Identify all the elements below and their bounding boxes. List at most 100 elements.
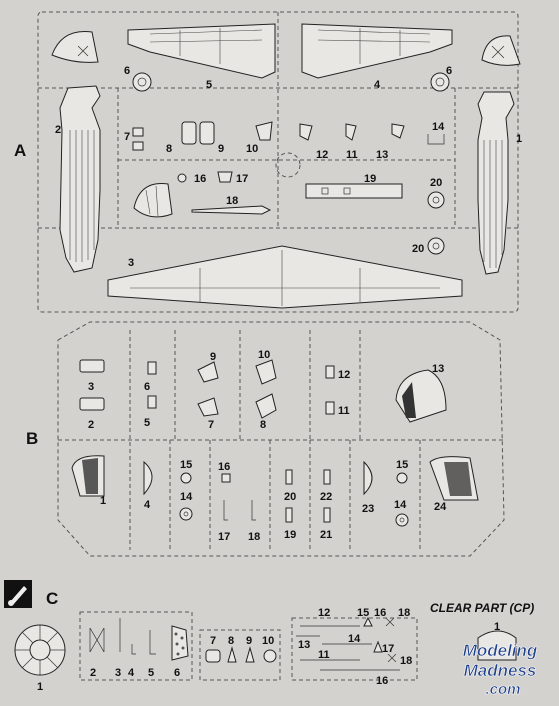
- part-number-b4: 4: [144, 499, 151, 511]
- part-number-a1: 1: [516, 133, 522, 145]
- part-b23: [363, 460, 373, 496]
- part-number-b23: 23: [362, 503, 374, 515]
- part-number-cp15: 15: [357, 607, 369, 619]
- part-number-b1: 1: [100, 495, 106, 507]
- paint-brush-icon: [4, 580, 32, 608]
- part-number-b7: 7: [208, 419, 214, 431]
- part-number-b13: 13: [432, 363, 444, 375]
- part-c6: [171, 625, 189, 661]
- part-b2: [79, 397, 105, 411]
- part-b20: [285, 469, 293, 485]
- part-number-a6-left: 6: [124, 65, 130, 77]
- part-number-b18: 18: [248, 531, 260, 543]
- clear-part-title: CLEAR PART (CP): [430, 601, 534, 615]
- clear-part-frame: [291, 617, 418, 681]
- part-a10: [255, 121, 273, 141]
- part-number-a5: 5: [206, 79, 212, 91]
- part-number-b19: 19: [284, 529, 296, 541]
- part-a5-wing-upper-left: [127, 23, 276, 79]
- tail-fin-right: [481, 35, 521, 66]
- watermark-line-1: Modeling: [463, 641, 538, 660]
- part-cp15: [363, 616, 373, 627]
- part-number-a2: 2: [55, 124, 61, 136]
- part-cp1-canopy: [477, 630, 517, 661]
- part-number-cp14: 14: [348, 633, 361, 645]
- part-number-a8: 8: [166, 143, 172, 155]
- part-number-b14-right: 14: [394, 499, 407, 511]
- part-number-b10: 10: [258, 349, 270, 361]
- part-c2: [89, 627, 105, 653]
- part-b14-right: [395, 513, 409, 527]
- part-number-cp13: 13: [298, 639, 310, 651]
- part-number-b12: 12: [338, 369, 350, 381]
- watermark-line-2: Madness: [464, 661, 537, 680]
- part-cp17: [373, 640, 383, 653]
- part-number-b15-left: 15: [180, 459, 192, 471]
- part-b15-left: [180, 472, 192, 484]
- part-a13: [391, 123, 405, 139]
- part-number-c3: 3: [115, 667, 121, 679]
- part-b10: [255, 359, 277, 385]
- part-a6-wheel-left: [132, 72, 152, 92]
- part-b14-left: [179, 507, 193, 521]
- part-a16: [177, 173, 187, 183]
- part-number-a6-right: 6: [446, 65, 452, 77]
- part-number-b15-right: 15: [396, 459, 408, 471]
- sprue-b: B 3 2 6 5 9 7 10 8 12 11 13 1 4 15 14 16: [26, 321, 505, 557]
- part-number-a10: 10: [246, 143, 258, 155]
- part-b22: [323, 469, 331, 485]
- part-b17: [223, 500, 228, 521]
- part-number-cp16-bottom: 16: [376, 675, 388, 687]
- part-number-c1: 1: [37, 681, 43, 693]
- part-c5: [149, 630, 156, 655]
- part-cp18-top: [385, 617, 395, 627]
- part-number-c4: 4: [128, 667, 135, 679]
- part-number-a19: 19: [364, 173, 376, 185]
- part-number-b5: 5: [144, 417, 150, 429]
- part-a12: [299, 123, 313, 141]
- sprue-b-frame: [57, 321, 505, 557]
- part-number-c7: 7: [210, 635, 216, 647]
- part-number-b11: 11: [338, 405, 350, 417]
- part-number-a13: 13: [376, 149, 388, 161]
- part-number-a9: 9: [218, 143, 224, 155]
- part-number-cp1: 1: [494, 621, 500, 633]
- part-number-c5: 5: [148, 667, 154, 679]
- part-b15-right: [396, 472, 408, 484]
- sprue-a-frame: [37, 11, 519, 313]
- part-a4-wing-upper-right: [301, 23, 453, 79]
- part-number-b6: 6: [144, 381, 150, 393]
- part-number-c10: 10: [262, 635, 274, 647]
- sprue-a: A 2 1 5 4: [14, 11, 522, 313]
- part-number-c6: 6: [174, 667, 180, 679]
- part-b7: [197, 397, 219, 417]
- part-a9: [199, 121, 215, 145]
- part-number-b17: 17: [218, 531, 230, 543]
- part-number-b14-left: 14: [180, 491, 193, 503]
- part-a1-fuselage-half: [477, 91, 515, 275]
- tail-fin-left: [51, 30, 99, 63]
- clear-part-sprue: CLEAR PART (CP) 12 13 14 11 16 15 16 18 …: [291, 601, 534, 687]
- part-b12: [325, 365, 335, 379]
- part-number-a18: 18: [226, 195, 238, 207]
- part-number-b22: 22: [320, 491, 332, 503]
- part-b16: [221, 473, 231, 483]
- part-number-a12: 12: [316, 149, 328, 161]
- part-number-b21: 21: [320, 529, 332, 541]
- part-a20-upper: [427, 191, 445, 209]
- part-cp18-bottom: [387, 653, 397, 663]
- part-c10: [263, 649, 277, 663]
- part-b11: [325, 401, 335, 415]
- part-number-cp12: 12: [318, 607, 330, 619]
- tail-rudder: [133, 183, 173, 218]
- part-c1-engine: [14, 624, 66, 676]
- part-number-a16: 16: [194, 173, 206, 185]
- sprue-c-label: C: [46, 589, 58, 608]
- part-number-a3: 3: [128, 257, 134, 269]
- part-b6: [147, 361, 157, 375]
- part-number-b2: 2: [88, 419, 94, 431]
- part-number-c8: 8: [228, 635, 234, 647]
- part-number-a20-lower: 20: [412, 243, 424, 255]
- part-number-c2: 2: [90, 667, 96, 679]
